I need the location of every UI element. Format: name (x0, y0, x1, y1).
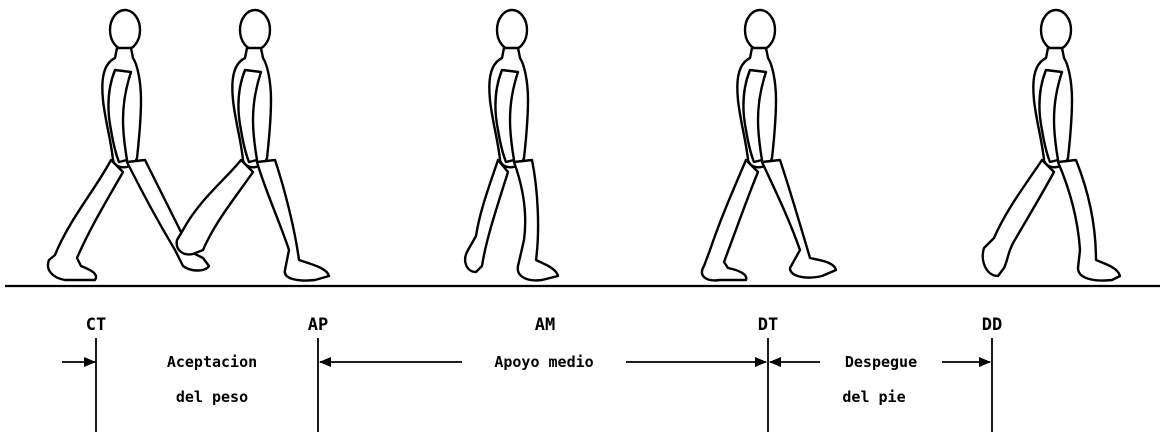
phase-weight-acceptance-line1: Aceptacion (167, 353, 257, 371)
phase-midstance-label: Apoyo medio (494, 353, 593, 371)
event-label-ap: AP (308, 315, 328, 335)
phase-push-off-line1: Despegue (845, 353, 917, 371)
event-label-dt: DT (758, 315, 778, 335)
phase-push-off-line2: del pie (842, 388, 905, 406)
phase-weight-acceptance-line2: del peso (176, 388, 248, 406)
event-label-ct: CT (86, 315, 106, 335)
walker-weight-acceptance-figure (177, 10, 329, 281)
walker-midstance-figure (465, 10, 558, 280)
event-label-am: AM (535, 315, 555, 335)
event-label-dd: DD (982, 315, 1002, 335)
walker-heel-off-figure (702, 10, 836, 280)
walker-toe-off-figure (983, 10, 1120, 281)
